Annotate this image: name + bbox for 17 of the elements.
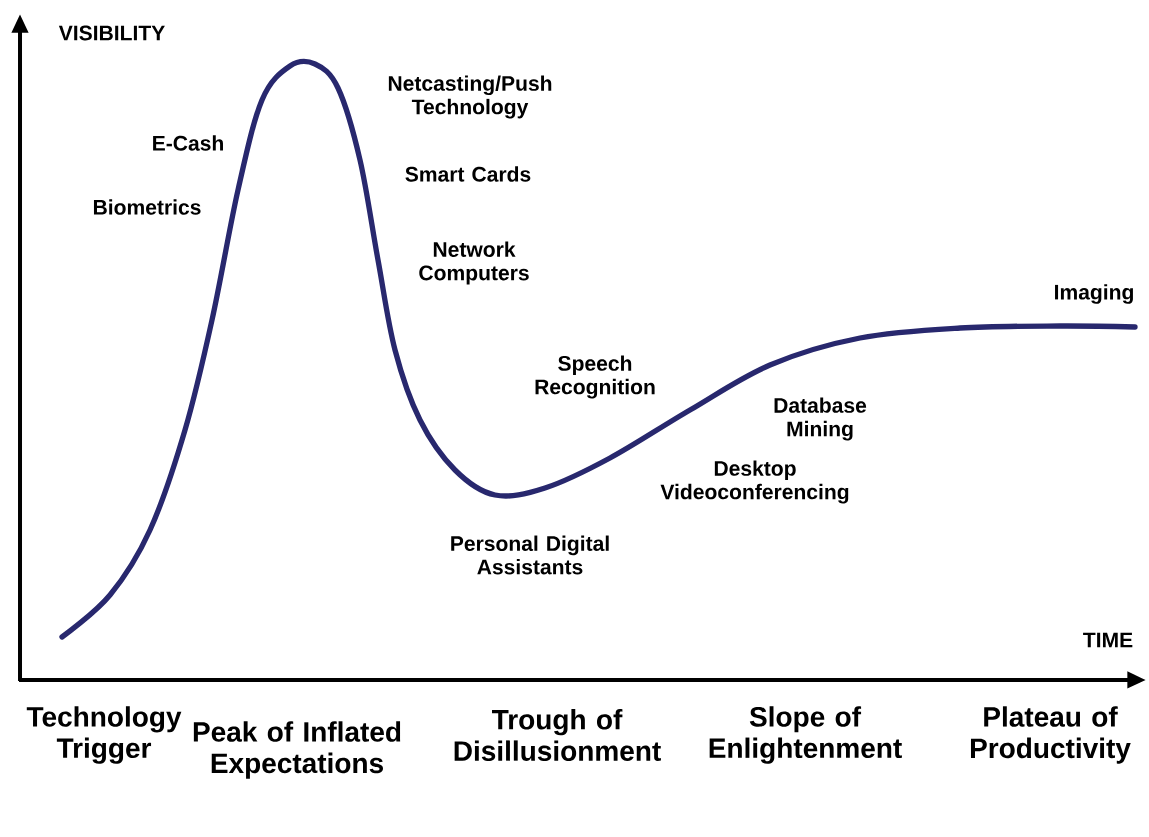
phase-label: Technology Trigger — [26, 706, 182, 764]
technology-label: E-Cash — [153, 135, 223, 151]
axis-label: VISIBILITY — [58, 25, 165, 41]
phase-label: Plateau of Productivity — [971, 706, 1131, 764]
phase-label: Peak of Inflated Expectations — [193, 721, 401, 779]
phase-label: Trough of Disillusionment — [454, 709, 661, 761]
technology-label: Biometrics — [93, 199, 201, 215]
axis-label: TIME — [1083, 632, 1133, 648]
technology-label: Network Computers — [419, 241, 529, 285]
technology-label: Desktop Videoconferencing — [660, 460, 849, 504]
technology-label: Personal Digital Assistants — [451, 535, 609, 575]
technology-label: Imaging — [1055, 284, 1133, 304]
technology-label: Speech Recognition — [535, 355, 655, 399]
technology-label: Netcasting/Push Technology — [388, 75, 552, 119]
technology-label: Smart Cards — [405, 166, 531, 182]
phase-label: Slope of Enlightenment — [709, 706, 902, 764]
technology-label: Database Mining — [774, 397, 867, 441]
